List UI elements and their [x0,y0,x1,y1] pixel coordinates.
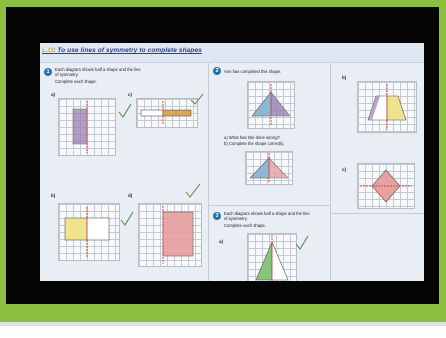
grid-c [136,98,198,128]
grid-a [58,98,116,156]
part-label: a) [51,92,56,97]
tick-icon [295,235,309,250]
grid-ann-correct [245,151,293,185]
green-frame: L.O: To use lines of symmetry to complet… [0,0,446,322]
question-2-column: 2 Ann has completed this shape. a) What … [208,63,330,281]
part-label: b) [51,193,56,198]
question-number: 2 [213,67,221,75]
question-number: 1 [44,68,52,76]
question-number: 3 [213,212,221,220]
tick-icon [190,93,204,105]
grid-d [138,203,202,267]
grid-ann [247,81,295,129]
diagram-b [64,207,110,258]
tick-icon [120,211,134,226]
part-label: c) [342,167,347,172]
diagram-ann [251,84,291,126]
lesson-title: L.O: To use lines of symmetry to complet… [42,47,202,54]
grid-b [58,203,120,261]
grid-3c [357,163,415,209]
diagram-3a [255,235,289,281]
diagram-ann-correct [249,153,289,183]
diagram-d [162,206,194,264]
diagram-3b [367,84,407,130]
tick-icon [118,103,132,118]
bottom-strip [0,322,446,326]
part-label: c) [128,92,133,97]
question-part-b: b) Complete the shape correctly. [224,141,285,146]
diagram-3c [360,169,412,203]
question-3-column: b) c) [330,63,424,281]
photo-area: L.O: To use lines of symmetry to complet… [6,7,439,304]
grid-3a [247,233,297,281]
title-bar: L.O: To use lines of symmetry to complet… [40,43,424,63]
grid-3b [357,81,417,133]
divider [209,205,330,206]
question-instruction: Each diagram shows half a shape and the … [224,211,310,228]
part-label: b) [342,75,347,80]
diagram-c [140,101,192,125]
part-label: a) [219,239,224,244]
worksheet: L.O: To use lines of symmetry to complet… [40,43,424,281]
question-intro: Ann has completed this shape. [224,69,282,74]
divider [331,213,424,214]
question-1-column: 1 Each diagram shows half a shape and th… [40,63,207,281]
question-instruction: Each diagram shows half a shape and the … [55,67,141,84]
question-part-a: a) What has she done wrong? [224,135,280,140]
tick-icon [185,183,201,198]
diagram-a [72,101,88,153]
part-label: d) [128,193,133,198]
